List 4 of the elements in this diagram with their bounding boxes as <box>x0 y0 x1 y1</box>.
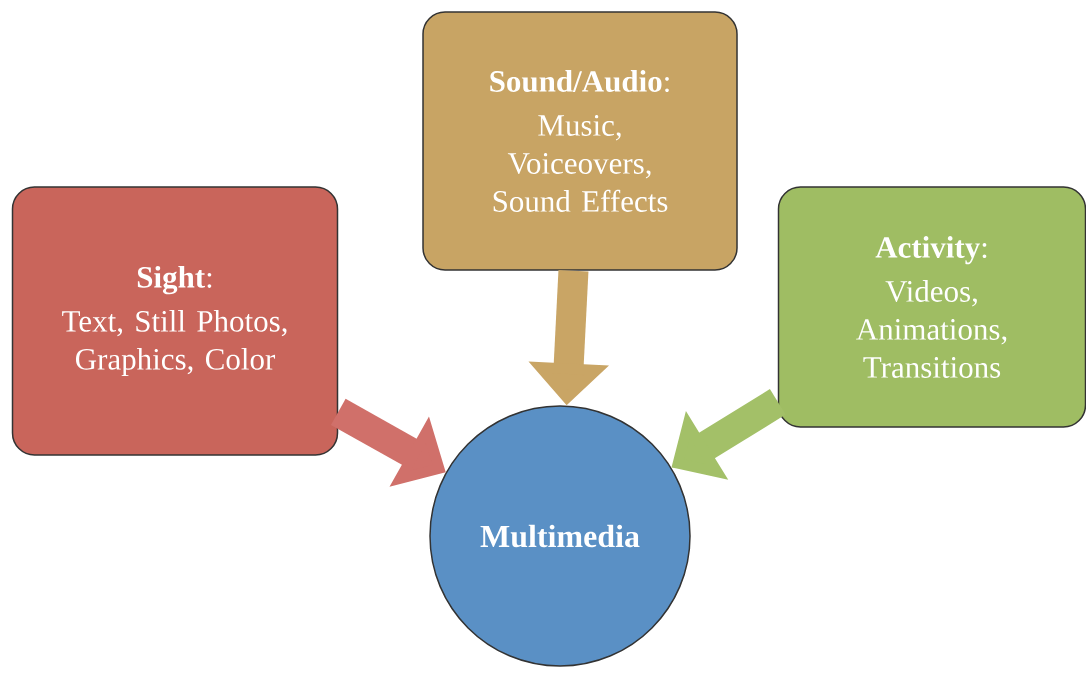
rounded-box: Sound/Audio: Music, Voiceovers, Sound Effects <box>422 11 738 271</box>
rounded-box: Activity: Videos, Animations, Transitions <box>777 186 1086 428</box>
circle-node: Multimedia <box>429 405 691 667</box>
rounded-box: Sight: Text, Still Photos, Graphics, Color <box>11 186 339 456</box>
